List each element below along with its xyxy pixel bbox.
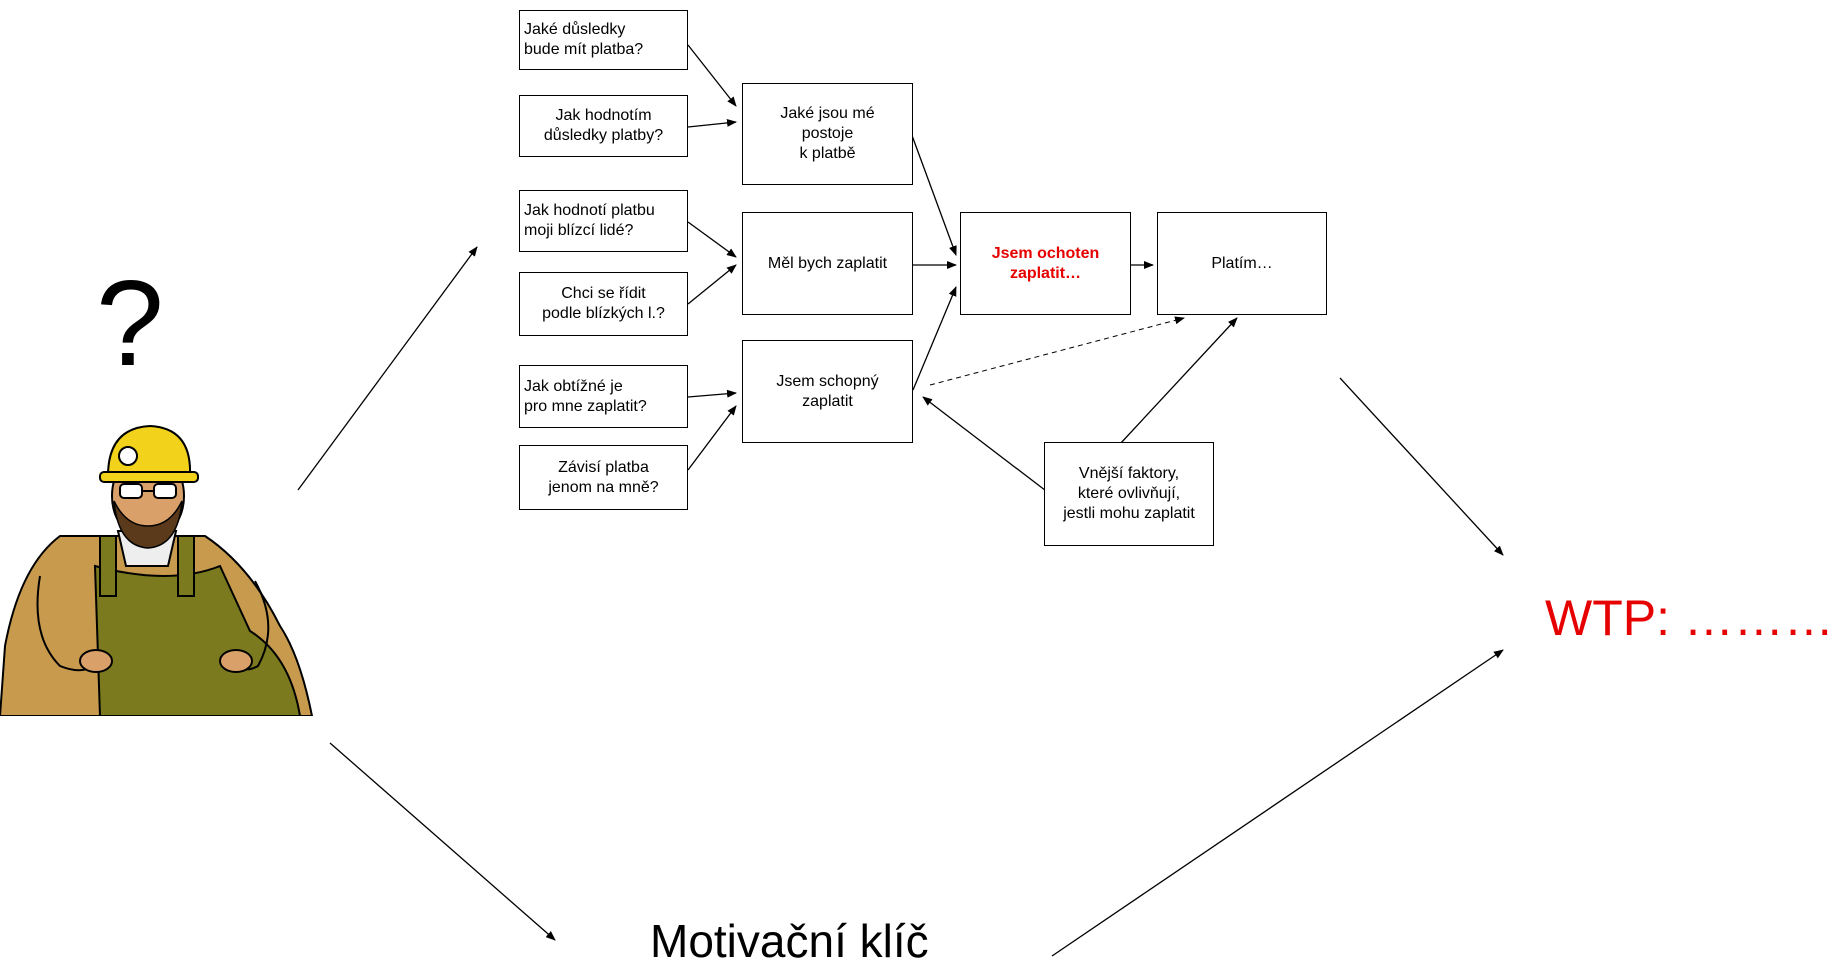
dashed-arrow-able-paying [929,316,1185,386]
box-difficulty-to-pay: Jak obtížné je pro mne zaplatit? [519,365,688,428]
wtp-label: WTP: ……… [1545,590,1834,646]
arrow-attitude-willing [909,129,957,256]
arrow-external-paying [1119,317,1238,445]
box-external-factors: Vnější faktory, které ovlivňují, jestli … [1044,442,1214,546]
arrow-worker-to-diagram [297,246,478,491]
arrow-q3-should [687,221,737,258]
arrow-diagram-to-wtp [1339,377,1504,556]
arrow-q1-attitude [687,44,737,107]
box-attitudes-to-payment: Jaké jsou mé postoje k platbě [742,83,913,185]
box-follow-relatives: Chci se řídit podle blízkých l.? [519,272,688,336]
arrow-q4-should [687,264,737,305]
box-payment-consequences: Jaké důsledky bude mít platba? [519,10,688,70]
arrow-worker-to-motivation [329,742,556,941]
arrow-motivation-to-wtp [1051,649,1504,957]
box-willing-to-pay: Jsem ochoten zaplatit… [960,212,1131,315]
box-able-to-pay: Jsem schopný zaplatit [742,340,913,443]
box-should-pay: Měl bych zaplatit [742,212,913,315]
arrow-q6-able [687,405,737,471]
miner-worker-illustration [0,424,314,716]
box-relatives-evaluation: Jak hodnotí platbu moji blízcí lidé? [519,190,688,252]
question-mark: ? [96,255,164,391]
arrow-external-able [922,396,1055,498]
box-paying: Platím… [1157,212,1327,315]
motivation-key-label: Motivační klíč [650,915,929,967]
arrow-q2-attitude [687,118,737,128]
box-payment-depends-on-me: Závisí platba jenom na mně? [519,445,688,510]
arrow-q5-able [687,389,737,398]
box-evaluate-consequences: Jak hodnotím důsledky platby? [519,95,688,157]
arrow-able-willing [912,286,957,391]
